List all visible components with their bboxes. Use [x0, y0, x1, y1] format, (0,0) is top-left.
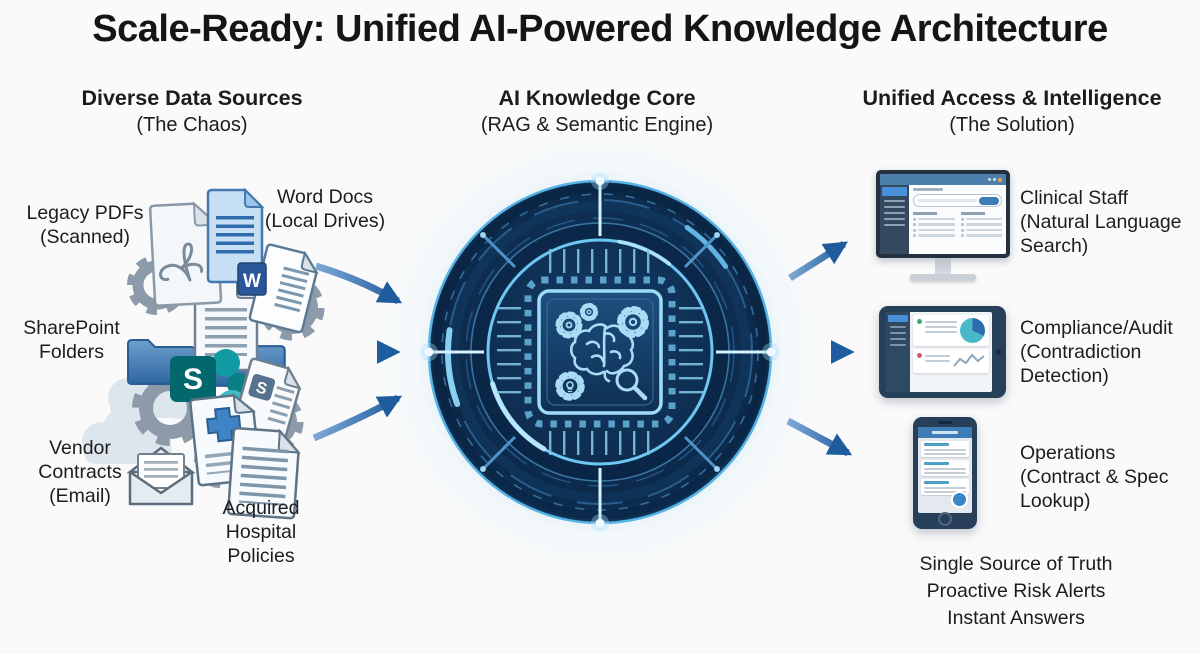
page-title: Scale-Ready: Unified AI-Powered Knowledg…	[92, 8, 1108, 50]
folder-icon	[127, 337, 286, 387]
core-glow	[368, 120, 832, 584]
sidebar-selected-item	[882, 187, 907, 196]
home-button	[938, 512, 952, 526]
result-list	[913, 212, 955, 240]
column-header-access: Unified Access & Intelligence (The Solut…	[858, 86, 1166, 137]
monitor-base	[910, 274, 976, 281]
tablet-sidebar	[886, 312, 910, 392]
monitor-sidebar	[880, 185, 909, 254]
s-document-icon: S	[230, 357, 302, 447]
sidebar-selected-item	[888, 315, 908, 322]
access-title: Unified Access & Intelligence	[862, 86, 1162, 110]
benefit-line: Proactive Risk Alerts	[926, 580, 1106, 602]
label-operations: Operations (Contract & Spec Lookup)	[1020, 442, 1169, 512]
monitor-screen	[880, 174, 1006, 254]
camera-dot	[996, 349, 1001, 355]
envelope-icon	[126, 446, 196, 506]
lookup-card	[921, 460, 969, 476]
column-header-sources: Diverse Data Sources (The Chaos)	[42, 86, 342, 137]
search-button	[979, 196, 999, 205]
core-subtitle: (RAG & Semantic Engine)	[447, 114, 747, 137]
acrobat-swirl-icon	[159, 242, 203, 282]
monitor-icon	[876, 170, 1010, 281]
monitor-titlebar	[880, 174, 1006, 185]
label-word-docs: Word Docs (Local Drives)	[264, 186, 386, 232]
tablet-screen	[886, 312, 992, 392]
tablet-main-panel	[910, 312, 992, 392]
monitor-bezel	[876, 170, 1010, 258]
gear-icon	[127, 255, 325, 488]
benefit-line: Single Source of Truth	[919, 553, 1113, 575]
word-letter: W	[243, 271, 261, 292]
word-document-icon: W	[237, 243, 319, 334]
monitor-stand	[935, 258, 951, 274]
phone-header	[918, 427, 972, 438]
lookup-card	[921, 441, 969, 457]
phone-screen	[918, 427, 972, 513]
audit-card	[913, 315, 989, 346]
core-title: AI Knowledge Core	[498, 86, 696, 110]
pdf-document-icon	[148, 201, 223, 307]
label-sharepoint-folders: SharePoint Folders	[23, 317, 120, 363]
pie-chart-icon	[960, 318, 985, 343]
phone-icon	[913, 417, 977, 529]
line-chart-icon	[953, 353, 985, 367]
tablet-icon	[879, 306, 1006, 398]
sources-title: Diverse Data Sources	[81, 86, 303, 110]
label-clinical-staff: Clinical Staff (Natural Language Search)	[1020, 187, 1182, 257]
medical-document-icon	[189, 393, 262, 487]
monitor-main-panel	[909, 185, 1006, 254]
s-doc-letter: S	[254, 379, 269, 398]
benefit-line: Instant Answers	[947, 607, 1085, 629]
search-bar	[913, 194, 1002, 207]
sources-subtitle: (The Chaos)	[136, 114, 248, 136]
status-alert-dot	[917, 353, 922, 358]
label-compliance-audit: Compliance/Audit (Contradiction Detectio…	[1020, 317, 1173, 387]
medical-cross-icon	[206, 406, 242, 443]
access-subtitle: (The Solution)	[949, 114, 1075, 136]
column-header-core: AI Knowledge Core (RAG & Semantic Engine…	[447, 86, 747, 137]
status-ok-dot	[917, 319, 922, 324]
label-acquired-policies: Acquired Hospital Policies	[222, 497, 300, 567]
document-icon	[193, 275, 260, 372]
result-list	[960, 212, 1002, 240]
sharepoint-letter: S	[183, 363, 203, 396]
label-vendor-contracts: Vendor Contracts (Email)	[38, 437, 122, 507]
fab-button	[951, 491, 968, 508]
alert-card	[913, 349, 989, 373]
speaker-slot	[938, 421, 952, 424]
sharepoint-icon: S	[170, 349, 249, 422]
label-legacy-pdfs: Legacy PDFs (Scanned)	[26, 202, 144, 248]
benefits-list: Single Source of Truth Proactive Risk Al…	[876, 551, 1156, 632]
notification-dot	[998, 177, 1002, 182]
